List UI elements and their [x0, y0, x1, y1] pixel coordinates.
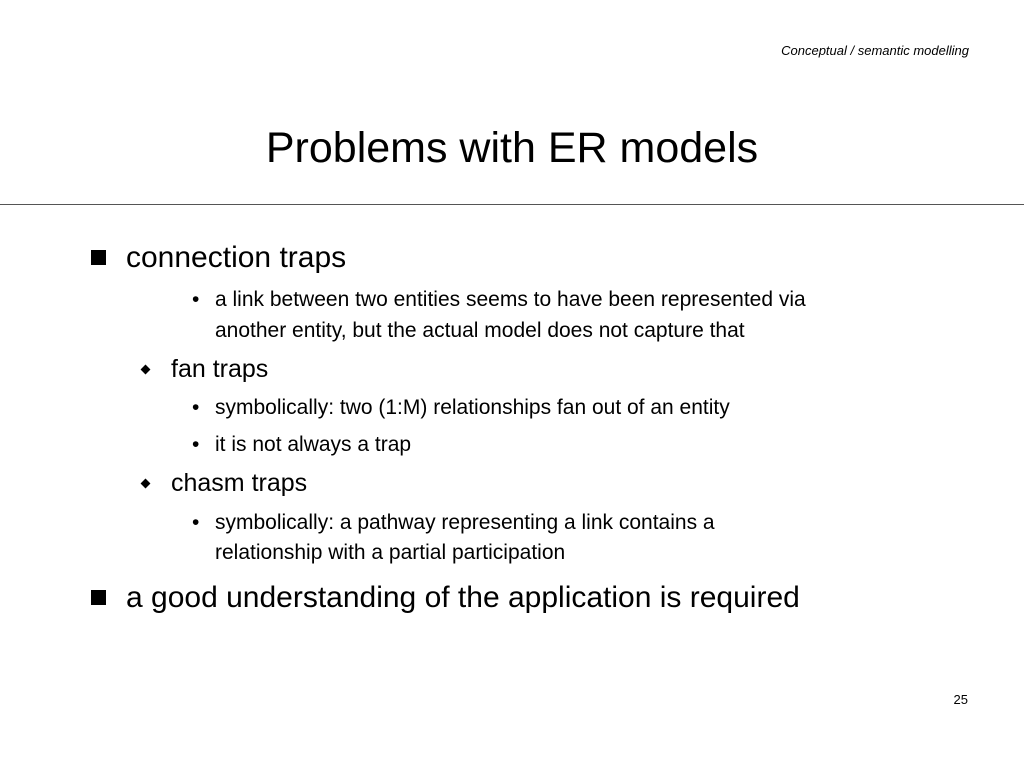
bullet-chasm-traps: chasm traps — [171, 469, 308, 497]
bullet-good-understanding: a good understanding of the application … — [126, 581, 800, 614]
slide-title: Problems with ER models — [265, 124, 759, 172]
dot-bullet-icon: • — [192, 396, 200, 419]
dot-bullet-icon: • — [192, 288, 200, 311]
dot-bullet-icon: • — [192, 511, 200, 534]
diamond-bullet-icon — [140, 364, 151, 375]
bullet-chasm-traps-point-line-1: symbolically: a pathway representing a l… — [215, 511, 715, 534]
bullet-fan-traps-point-1: symbolically: two (1:M) relationships fa… — [215, 396, 730, 419]
header-section-label: Conceptual / semantic modelling — [781, 43, 969, 58]
dot-bullet-icon: • — [192, 433, 200, 456]
square-bullet-icon — [91, 250, 106, 265]
diamond-bullet-icon — [140, 478, 151, 489]
square-bullet-icon — [91, 590, 106, 605]
bullet-fan-traps-point-2: it is not always a trap — [215, 433, 412, 456]
bullet-connection-traps-definition-line-2: another entity, but the actual model doe… — [215, 319, 745, 342]
bullet-connection-traps: connection traps — [126, 241, 347, 274]
bullet-connection-traps-definition-line-1: a link between two entities seems to hav… — [215, 288, 806, 311]
bullet-fan-traps: fan traps — [171, 355, 269, 383]
page-number: 25 — [953, 692, 968, 707]
bullet-chasm-traps-point-line-2: relationship with a partial participatio… — [215, 541, 566, 564]
title-divider — [0, 204, 1024, 205]
